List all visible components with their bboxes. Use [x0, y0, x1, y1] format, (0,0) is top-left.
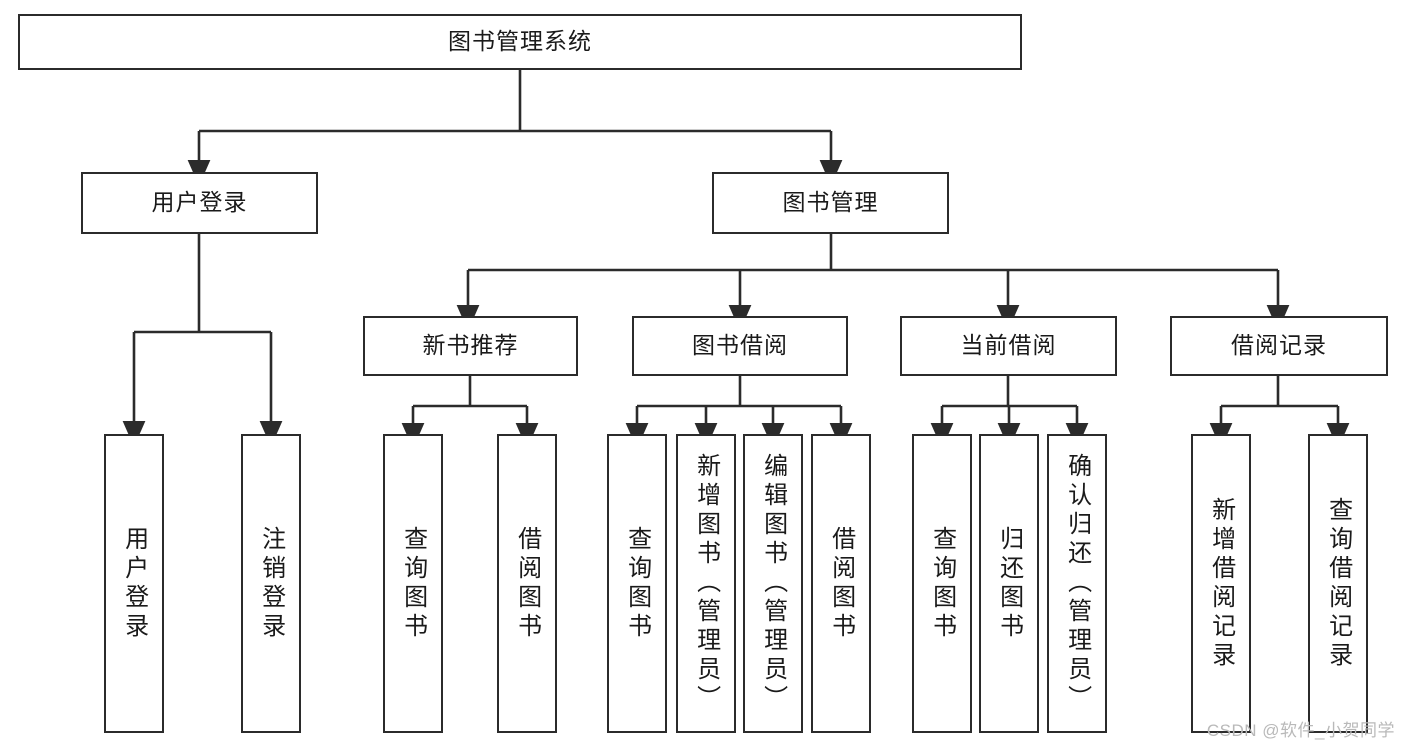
node-leaf-query-borrow-record[interactable]: 查询借阅记录: [1308, 434, 1368, 733]
node-label: 注销登录: [257, 525, 285, 642]
node-leaf-borrow-book[interactable]: 借阅图书: [811, 434, 871, 733]
node-label: 归还图书: [995, 525, 1023, 642]
node-borrow-record[interactable]: 借阅记录: [1170, 316, 1388, 376]
node-label: 查询图书: [623, 525, 651, 642]
node-leaf-query-book-borrow[interactable]: 查询图书: [607, 434, 667, 733]
node-label: 图书借阅: [692, 332, 788, 359]
node-leaf-query-book-recommend[interactable]: 查询图书: [383, 434, 443, 733]
node-label: 确认归还（管理员）: [1063, 453, 1091, 714]
node-label: 编辑图书（管理员）: [759, 453, 787, 714]
node-root-book-management-system[interactable]: 图书管理系统: [18, 14, 1022, 70]
node-label: 查询借阅记录: [1324, 496, 1352, 671]
node-leaf-add-borrow-record[interactable]: 新增借阅记录: [1191, 434, 1251, 733]
node-book-management[interactable]: 图书管理: [712, 172, 949, 234]
node-label: 借阅图书: [827, 525, 855, 642]
node-leaf-user-login[interactable]: 用户登录: [104, 434, 164, 733]
node-label: 借阅图书: [513, 525, 541, 642]
node-leaf-confirm-return-admin[interactable]: 确认归还（管理员）: [1047, 434, 1107, 733]
node-leaf-edit-book-admin[interactable]: 编辑图书（管理员）: [743, 434, 803, 733]
node-leaf-return-book[interactable]: 归还图书: [979, 434, 1039, 733]
node-label: 查询图书: [928, 525, 956, 642]
node-new-book-recommend[interactable]: 新书推荐: [363, 316, 578, 376]
node-label: 借阅记录: [1231, 332, 1327, 359]
node-leaf-borrow-book-recommend[interactable]: 借阅图书: [497, 434, 557, 733]
node-leaf-add-book-admin[interactable]: 新增图书（管理员）: [676, 434, 736, 733]
node-label: 当前借阅: [960, 332, 1057, 359]
node-label: 图书管理: [782, 189, 879, 216]
node-label: 新增借阅记录: [1207, 496, 1235, 671]
node-label: 用户登录: [120, 525, 148, 642]
node-label: 新增图书（管理员）: [692, 453, 720, 714]
node-label: 新书推荐: [422, 332, 519, 359]
node-book-borrow[interactable]: 图书借阅: [632, 316, 848, 376]
node-current-borrow[interactable]: 当前借阅: [900, 316, 1117, 376]
node-label: 用户登录: [151, 189, 248, 216]
node-leaf-query-book-current[interactable]: 查询图书: [912, 434, 972, 733]
watermark: CSDN @软件_小贺同学: [1206, 721, 1395, 740]
node-label: 查询图书: [399, 525, 427, 642]
node-label: 图书管理系统: [448, 28, 592, 55]
node-leaf-logout[interactable]: 注销登录: [241, 434, 301, 733]
node-user-login[interactable]: 用户登录: [81, 172, 318, 234]
